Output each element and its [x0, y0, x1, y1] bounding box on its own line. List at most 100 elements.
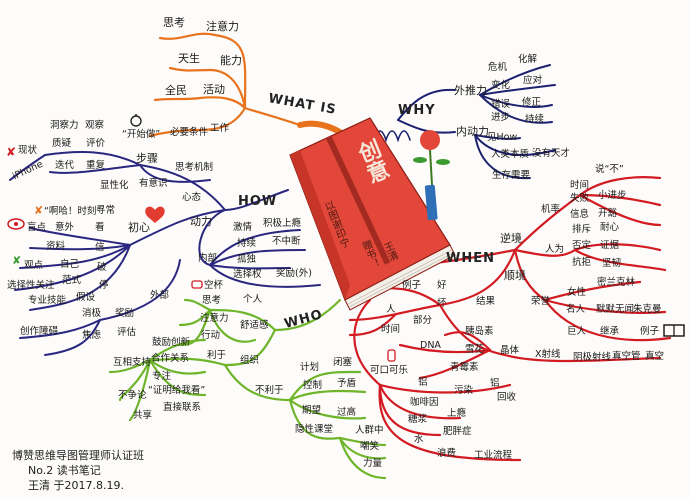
node-label: 予盾: [337, 378, 357, 389]
node-label: 天生: [178, 52, 200, 65]
why-branches: [361, 64, 556, 180]
node-label: 否定: [572, 240, 592, 251]
node-label: 观点: [24, 260, 44, 271]
branch-title-when: WHEN: [446, 251, 495, 266]
node-label: 孤独: [237, 254, 257, 265]
node-label: 自己: [60, 259, 80, 270]
node-label: 心态: [182, 192, 202, 203]
node-label: 步骤: [136, 152, 158, 165]
node-label: 信息: [570, 209, 590, 220]
node-label: 消极: [82, 308, 102, 319]
node-label: 女性: [567, 287, 587, 298]
node-label: 思考: [163, 16, 185, 29]
node-label: 人: [386, 304, 396, 315]
node-label: 变化: [491, 80, 511, 91]
node-label: 真空: [645, 351, 665, 362]
node-label: 期望: [302, 405, 322, 416]
node-label: 质疑: [52, 138, 72, 149]
node-label: 破: [97, 262, 107, 273]
node-label: 名人: [566, 304, 586, 315]
cola-can-icon: [387, 349, 396, 362]
node-label: 应对: [523, 75, 543, 86]
node-label: 逆境: [500, 232, 522, 245]
node-label: 雪花: [465, 344, 485, 355]
x-mark-icon-green: ✘: [12, 254, 21, 267]
node-label: 危机: [488, 62, 508, 73]
footer-note: 博赞思维导图管理师认证班 No.2 读书笔记 王清 于2017.8.19.: [12, 448, 144, 493]
node-label: 盲点: [27, 222, 47, 233]
node-label: 不利于: [255, 385, 284, 396]
node-label: 选择性关注: [7, 280, 55, 291]
node-label: 朱克曼: [633, 304, 662, 315]
node-label: 人群中: [355, 425, 384, 436]
node-label: 人为: [545, 244, 565, 255]
node-label: 部分: [413, 315, 433, 326]
node-label: 排斥: [572, 224, 592, 235]
node-label: 结果: [476, 296, 496, 307]
node-label: 激情: [233, 222, 253, 233]
node-label: 例子: [640, 326, 660, 337]
node-label: 说“不”: [595, 164, 624, 175]
node-label: 顺境: [504, 269, 526, 282]
node-label: 默默无闻: [596, 304, 635, 315]
node-label: 证据: [600, 240, 620, 251]
node-label: 小进步: [598, 190, 627, 201]
footer-line-3: 王清 于2017.8.19.: [28, 479, 124, 492]
node-label: 铝: [490, 378, 500, 389]
x-mark-icon-orange: ✘: [34, 204, 43, 217]
node-label: 范式: [62, 275, 82, 286]
node-label: 行动: [201, 330, 221, 341]
svg-text:✘: ✘: [6, 145, 16, 159]
node-label: 过高: [337, 407, 357, 418]
node-label: 荣誉: [531, 296, 551, 307]
node-label: 真空管: [612, 351, 641, 362]
node-label: X射线: [535, 349, 561, 360]
node-label: 时间: [381, 324, 401, 335]
rose-pen-illustration: [413, 130, 450, 221]
node-label: 阴极射线: [573, 352, 612, 363]
node-label: 嘲笑: [360, 441, 380, 452]
node-label: 现状: [18, 145, 38, 156]
eye-icon: [7, 218, 25, 230]
node-label: 有意识: [139, 178, 168, 189]
node-label: 意外: [55, 222, 75, 233]
node-label: 机率: [541, 204, 561, 215]
node-label: 思考机制: [175, 162, 214, 173]
node-label: 青霉素: [450, 362, 479, 373]
node-label: 失败: [570, 193, 590, 204]
who-branches: [108, 298, 387, 480]
node-label: 持续: [237, 238, 257, 249]
how-branches: [9, 151, 321, 356]
node-label: 咖啡因: [410, 397, 439, 408]
node-label: “证明给我看”: [148, 385, 206, 396]
node-label: 奖励(外): [276, 268, 312, 279]
node-label: 利于: [207, 350, 227, 361]
node-label: 空杯: [204, 280, 224, 291]
book-illustration: [289, 117, 456, 311]
node-label: 积极上瘾: [263, 218, 302, 229]
node-label: 工业流程: [474, 450, 513, 461]
node-label: 重复: [86, 160, 106, 171]
node-label: 假设: [76, 292, 96, 303]
branch-title-how: HOW: [238, 194, 278, 209]
node-label: 动力: [190, 215, 212, 228]
node-label: 坚韧: [602, 258, 622, 269]
node-label: 注意力: [200, 313, 229, 324]
branch-title-why: WHY: [398, 103, 436, 118]
node-label: 持续: [525, 114, 545, 125]
node-label: 错误: [491, 99, 511, 110]
node-label: 全民: [165, 84, 187, 97]
node-label: 铝: [418, 377, 428, 388]
node-label: 力量: [363, 458, 383, 469]
node-label: 污染: [454, 385, 474, 396]
node-label: “啊哈！时刻”: [44, 206, 102, 217]
node-label: 开豁: [598, 208, 618, 219]
node-label: 时间: [570, 180, 590, 191]
node-label: 密兰克林: [597, 277, 636, 288]
node-label: 化解: [518, 54, 538, 65]
node-label: 工作: [210, 123, 230, 134]
node-label: 见How: [487, 132, 518, 143]
node-label: 浪费: [437, 448, 457, 459]
node-label: 停: [99, 280, 109, 291]
svg-text:✘: ✘: [34, 204, 43, 217]
